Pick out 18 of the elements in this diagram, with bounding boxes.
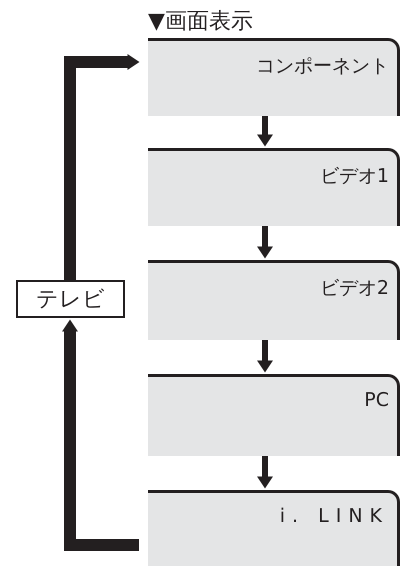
arrow (257, 456, 273, 488)
arrow (62, 320, 139, 551)
input-panel (148, 38, 400, 116)
arrow (257, 340, 273, 372)
input-label: i. LINK (280, 505, 389, 527)
arrow (257, 116, 273, 146)
input-label: ビデオ1 (320, 164, 389, 189)
input-label: コンポーネント (256, 54, 389, 79)
input-label: PC (364, 389, 389, 411)
title: ▼画面表示 (148, 8, 253, 36)
input-label: ビデオ2 (320, 276, 389, 301)
source-box: テレビ (16, 280, 125, 318)
input-panel (148, 374, 400, 456)
input-panel (148, 490, 400, 566)
input-panel (148, 260, 400, 340)
arrow (257, 226, 273, 258)
input-panel (148, 148, 400, 226)
arrow (64, 54, 140, 280)
